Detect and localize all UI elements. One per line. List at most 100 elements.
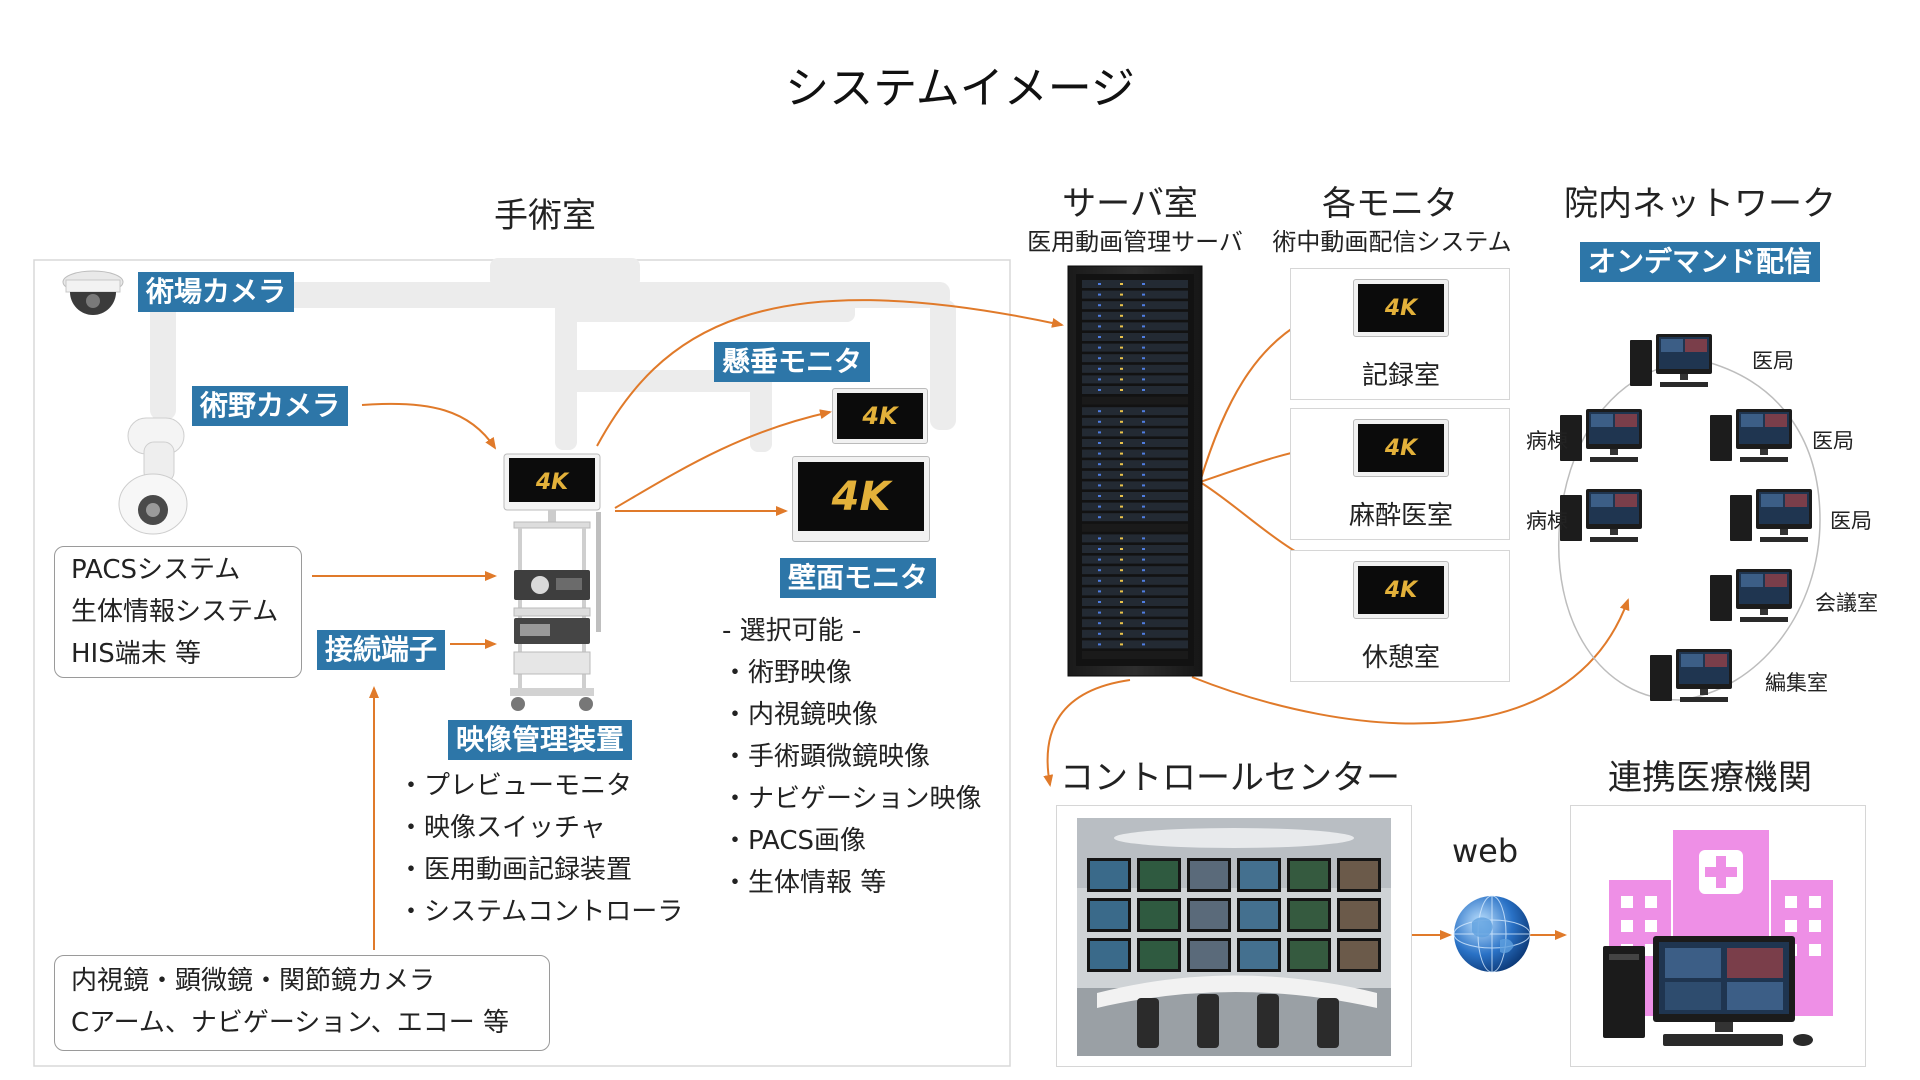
- rack-led: [1098, 420, 1101, 423]
- network-node-label: 医局: [1830, 509, 1872, 533]
- rack-units: [1082, 280, 1188, 659]
- arrow-device-to-ceiling-monitor: [614, 409, 832, 509]
- selectable-item: ・PACS画像: [722, 826, 867, 856]
- rack-led: [1120, 325, 1123, 328]
- rack-led: [1120, 537, 1123, 540]
- arrow-surgical-camera-to-device: [361, 402, 497, 450]
- rack-led: [1120, 283, 1123, 285]
- control-screen: [1190, 861, 1228, 889]
- control-screen: [1240, 861, 1278, 889]
- rack-led: [1098, 367, 1101, 370]
- tag-connection-terminal: 接続端子: [317, 630, 446, 670]
- rack-led: [1098, 378, 1101, 381]
- network-diagram: [1558, 334, 1821, 702]
- rack-led: [1098, 537, 1101, 540]
- rack-unit: [1082, 428, 1188, 437]
- control-screen: [1240, 941, 1278, 969]
- rack-led: [1098, 590, 1101, 593]
- control-screen: [1290, 861, 1328, 889]
- network-computer-icon: [1710, 409, 1792, 462]
- arrow-device-to-server: [596, 299, 1064, 447]
- room-panel-2: 4K 麻酔医室: [1290, 408, 1510, 540]
- rack-unit: [1082, 492, 1188, 500]
- rack-led: [1098, 548, 1101, 550]
- rack-led: [1142, 325, 1145, 328]
- rack-led: [1142, 452, 1145, 455]
- rack-led: [1098, 293, 1101, 296]
- rack-unit: [1082, 576, 1188, 585]
- rack-led: [1142, 505, 1145, 508]
- rack-led: [1098, 336, 1101, 338]
- ceiling-monitor-screen: 4K: [837, 393, 923, 439]
- control-screen: [1340, 941, 1378, 969]
- rack-led: [1142, 569, 1145, 572]
- room-panel-1: 4K 記録室: [1290, 268, 1510, 400]
- server-rack-icon: [1067, 265, 1203, 677]
- video-manager-item: ・システムコントローラ: [398, 897, 684, 927]
- rack-led: [1142, 611, 1145, 614]
- room-monitor: 4K: [1353, 279, 1449, 337]
- page-title: システムイメージ: [785, 63, 1135, 114]
- selectable-item: ・内視鏡映像: [722, 700, 879, 730]
- room-label-anesthesia: 麻酔医室: [1348, 501, 1453, 531]
- room-label-recording: 記録室: [1361, 361, 1440, 391]
- ceiling-arm-silhouette: [150, 258, 956, 452]
- rack-led: [1120, 590, 1123, 593]
- control-screen: [1290, 901, 1328, 929]
- rack-led: [1098, 314, 1101, 317]
- network-computer-icon: [1560, 409, 1642, 462]
- rack-unit: [1082, 502, 1188, 511]
- rack-led: [1142, 410, 1145, 413]
- control-screen: [1340, 901, 1378, 929]
- rack-led: [1120, 579, 1123, 582]
- rack-led: [1142, 473, 1145, 476]
- rack-led: [1098, 579, 1101, 582]
- rack-led: [1120, 463, 1123, 466]
- control-screen: [1340, 861, 1378, 889]
- rack-led: [1120, 346, 1123, 349]
- rack-unit: [1082, 449, 1188, 458]
- tag-wall-monitor: 壁面モニタ: [780, 558, 937, 598]
- rack-led: [1142, 516, 1145, 519]
- ceiling-monitor: 4K: [832, 388, 928, 444]
- rack-led: [1120, 378, 1123, 381]
- control-screen: [1240, 901, 1278, 929]
- rack-led: [1142, 304, 1145, 307]
- rack-unit: [1082, 439, 1188, 447]
- rack-unit: [1082, 343, 1188, 352]
- rack-led: [1098, 473, 1101, 476]
- rack-unit: [1082, 598, 1188, 606]
- rack-unit: [1082, 513, 1188, 522]
- endoscope-line-1: 内視鏡・顕微鏡・関節鏡カメラ: [71, 966, 436, 996]
- rack-unit: [1082, 417, 1188, 426]
- rack-led: [1120, 558, 1123, 561]
- section-monitors-sub: 術中動画配信システム: [1272, 228, 1512, 256]
- web-label: web: [1452, 832, 1519, 870]
- video-manager-item: ・映像スイッチャ: [398, 813, 606, 843]
- control-screen: [1140, 901, 1178, 929]
- control-screen: [1190, 901, 1228, 929]
- control-center-panel: [1056, 805, 1412, 1067]
- control-screen: [1290, 941, 1328, 969]
- rack-led: [1142, 622, 1145, 625]
- rack-unit: [1082, 333, 1188, 341]
- rack-led: [1142, 346, 1145, 349]
- section-operating-room: 手術室: [494, 196, 596, 236]
- rack-led: [1142, 283, 1145, 285]
- rack-led: [1142, 632, 1145, 635]
- rack-led: [1098, 357, 1101, 360]
- rack-led: [1098, 558, 1101, 561]
- rack-unit: [1082, 555, 1188, 564]
- rack-led: [1120, 505, 1123, 508]
- rack-led: [1098, 632, 1101, 635]
- tag-surgical-camera: 術野カメラ: [192, 386, 349, 426]
- network-computers: [1560, 334, 1812, 702]
- section-monitors: 各モニタ: [1322, 184, 1458, 224]
- wall-monitor: 4K: [792, 456, 930, 542]
- rack-unit: [1082, 460, 1188, 469]
- rack-led: [1142, 495, 1145, 497]
- rack-led: [1142, 293, 1145, 296]
- rack-led: [1120, 304, 1123, 307]
- rack-led: [1142, 431, 1145, 434]
- selectable-item: ・手術顕微鏡映像: [722, 742, 931, 772]
